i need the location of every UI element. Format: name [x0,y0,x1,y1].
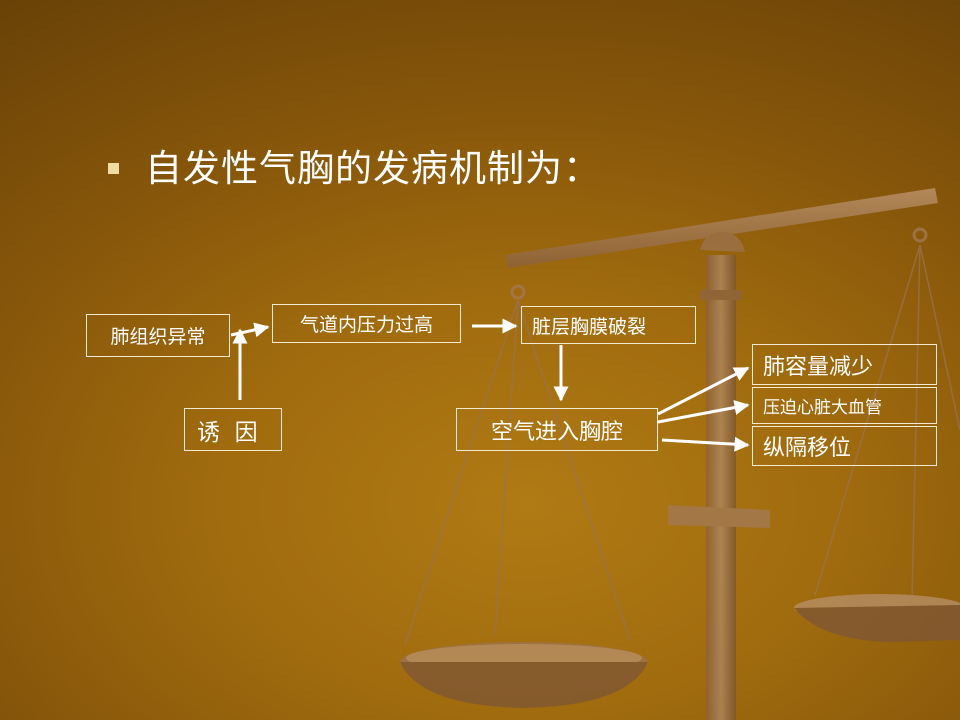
node-air-into-chest: 空气进入胸腔 [456,408,658,451]
node-lung-volume: 肺容量减少 [752,344,937,385]
square-bullet-icon [108,163,119,174]
arrow-lung-to-airway [230,322,270,338]
node-airway-pressure: 气道内压力过高 [272,304,461,343]
node-trigger: 诱 因 [184,408,282,451]
slide-title-row: 自发性气胸的发病机制为： [108,150,601,187]
arrow-to-mediastinum [661,436,750,452]
node-heart-vessels: 压迫心脏大血管 [752,387,937,424]
node-pleura-rupture: 脏层胸膜破裂 [521,306,696,344]
arrow-to-heart-vessels [657,400,750,424]
node-lung-abnormal: 肺组织异常 [86,314,230,357]
node-mediastinum: 纵隔移位 [752,426,937,466]
arrow-to-lung-volume [657,366,750,416]
slide-title: 自发性气胸的发病机制为： [145,147,601,190]
